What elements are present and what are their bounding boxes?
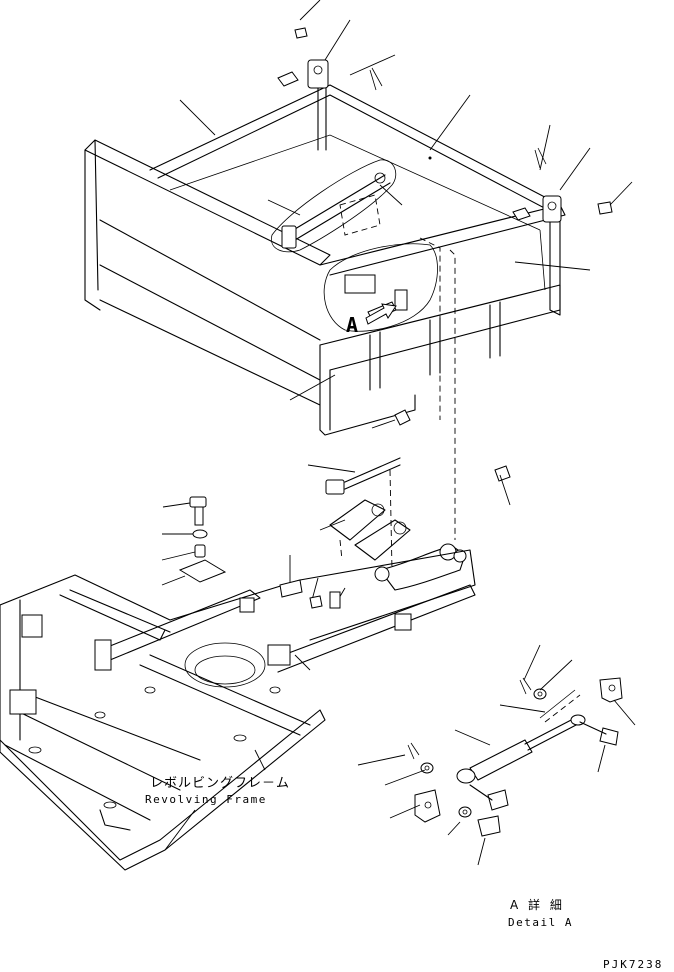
leader-lines-detail <box>357 644 636 866</box>
detail-a-label-en: Detail A <box>508 916 573 929</box>
callout-arrow-icon <box>365 303 397 325</box>
revolving-frame-label-jp: レボルビングフレ－ム <box>150 776 290 791</box>
leader-lines-frame <box>164 654 311 851</box>
loose-parts-left <box>161 496 227 586</box>
callout-a: A <box>346 313 358 337</box>
leader-lines-upper <box>179 0 633 506</box>
detail-a-parts <box>407 677 623 837</box>
drawing-code: PJK7238 <box>603 958 663 971</box>
revolving-frame <box>0 549 476 871</box>
box-assembly <box>84 27 613 540</box>
revolving-frame-label-en: Revolving Frame <box>145 793 267 806</box>
bracket-linkage <box>325 457 467 591</box>
detail-a-label-jp: A 詳 細 <box>510 897 565 912</box>
